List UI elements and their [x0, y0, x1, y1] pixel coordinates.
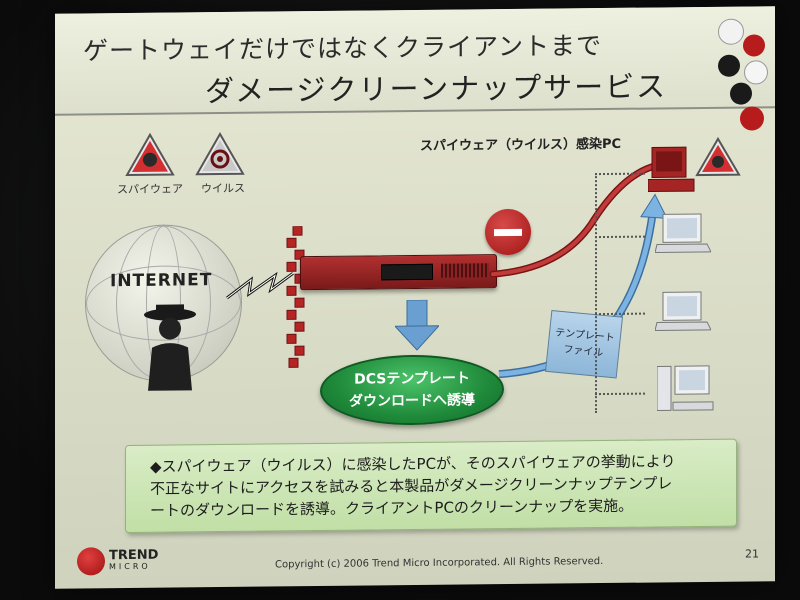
slide-title-line2: ダメージクリーンナップサービス [205, 69, 668, 109]
dcs-line1: DCSテンプレート [354, 370, 470, 388]
spyware-warning-icon [695, 136, 741, 177]
dot-white [744, 60, 768, 85]
virus-icon [195, 132, 245, 176]
infected-pc-icon [648, 146, 695, 193]
page-number: 21 [745, 547, 759, 561]
internet-label: INTERNET [110, 270, 213, 292]
gateway-appliance [300, 254, 497, 291]
infection-path [489, 161, 661, 278]
dot-red [740, 106, 764, 131]
logo-text-micro: MICRO [109, 561, 151, 572]
logo-text-trend: TREND [109, 547, 159, 564]
decorative-dots [710, 14, 775, 135]
network-line [595, 392, 645, 396]
infected-pc-label: スパイウェア（ウイルス）感染PC [420, 136, 622, 154]
dot-red [743, 34, 765, 57]
dcs-line2: ダウンロードへ誘導 [349, 392, 475, 410]
title-band: ゲートウェイだけではなくクライアントまで ダメージクリーンナップサービス [55, 6, 775, 116]
dot-black [718, 54, 740, 77]
template-file-icon: テンプレート ファイル [544, 309, 624, 379]
spyware-label: スパイウェア [117, 182, 183, 197]
dot-black [730, 82, 752, 105]
presentation-slide: ゲートウェイだけではなくクライアントまで ダメージクリーンナップサービス スパイ… [55, 6, 775, 589]
firewall-icon [286, 226, 305, 368]
desktop-pc-icon [657, 365, 714, 411]
copyright-text: Copyright (c) 2006 Trend Micro Incorpora… [275, 556, 604, 571]
down-arrow-icon [395, 299, 439, 351]
lightning-icon [226, 271, 294, 300]
info-line3: ートのダウンロードを誘導。クライアントPCのクリーンナップを実施。 [150, 496, 634, 520]
appliance-display [381, 263, 433, 281]
template-delivery-arrow [498, 193, 668, 379]
network-line [595, 173, 597, 414]
slide-title-line1: ゲートウェイだけではなくクライアントまで [83, 31, 603, 66]
logo-mark-icon [77, 547, 105, 576]
info-box: ◆スパイウェア（ウイルス）に感染したPCが、そのスパイウェアの挙動により 不正な… [125, 438, 737, 534]
spyware-icon [125, 132, 175, 177]
trend-micro-logo: TREND MICRO [77, 546, 182, 577]
dcs-template-download-button: DCSテンプレート ダウンロードへ誘導 [320, 354, 504, 426]
dot-white [718, 18, 744, 45]
laptop-icon [655, 213, 711, 253]
laptop-icon [655, 291, 711, 331]
hacker-icon [144, 304, 196, 391]
appliance-vents [441, 263, 489, 278]
virus-label: ウイルス [201, 181, 245, 196]
